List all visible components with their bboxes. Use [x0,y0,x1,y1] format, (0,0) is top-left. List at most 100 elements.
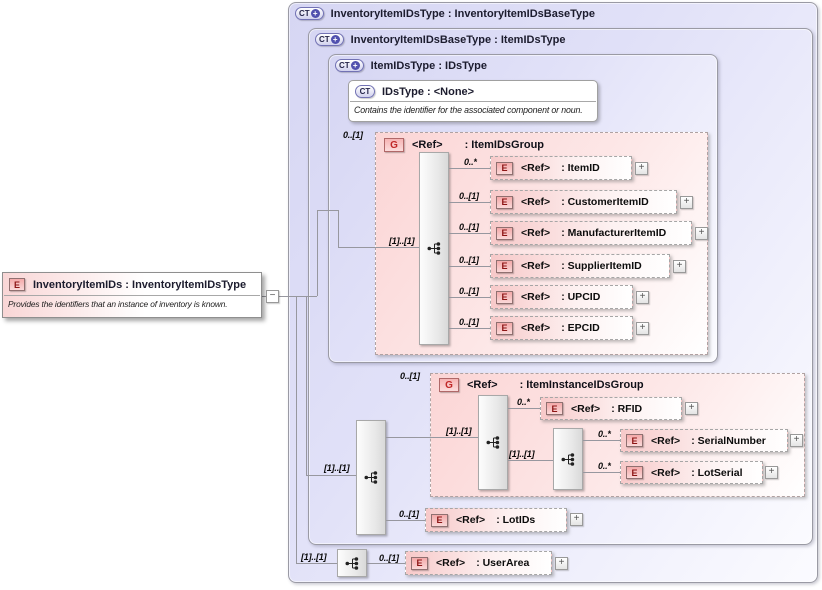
connector-line [338,247,419,248]
expand-toggle[interactable]: + [570,513,583,526]
cardinality-label: 0..* [517,397,530,407]
cardinality-label: 0..[1] [459,222,479,232]
connector-line [296,296,297,563]
cardinality-label: 0..[1] [459,317,479,327]
ref-label: <Ref> [651,466,681,479]
connector-line [317,210,318,296]
connector-line [508,460,553,461]
complex-type-icon[interactable]: CT+ [315,33,344,46]
ref-label: <Ref> [436,557,466,569]
connector-line [317,210,339,211]
connector-line [449,168,490,169]
cardinality-label: 0..[1] [459,255,479,265]
divider [350,101,596,102]
element-customeritemid[interactable]: E <Ref> : CustomerItemID [490,190,677,214]
element-icon: E [496,321,513,335]
ct-letter: CT [339,61,350,70]
expand-toggle[interactable]: + [685,402,698,415]
connector-line [296,563,337,564]
expand-circle-icon[interactable]: + [350,61,360,70]
element-icon: E [411,556,428,570]
ref-label: <Ref> [456,514,486,526]
cardinality-label: 0..[1] [343,130,363,140]
element-name: : LotIDs [496,514,536,526]
connector-line [306,475,356,476]
connector-line [306,296,307,475]
cardinality-label: 0..[1] [459,286,479,296]
connector-line [449,202,490,203]
ref-label: <Ref> [571,402,601,415]
cardinality-label: [1]..[1] [324,463,350,473]
sequence-icon [345,556,358,570]
divider [4,295,260,296]
sequence-compositor-base[interactable] [356,420,386,535]
collapse-toggle[interactable]: − [266,290,279,303]
sequence-icon [561,452,574,466]
element-icon: E [496,226,513,240]
container-title: ItemIDsType : IDsType [370,59,488,72]
group-ref: <Ref> [467,379,498,391]
sequence-compositor-userarea[interactable] [337,549,367,577]
element-name: : ItemID [561,162,600,174]
header-itemidstype: CT+ ItemIDsType : IDsType [335,59,487,72]
expand-toggle[interactable]: + [636,291,649,304]
expand-circle-icon[interactable]: + [310,9,320,18]
root-element-annotation: Provides the identifiers that an instanc… [8,299,228,309]
expand-toggle[interactable]: + [636,322,649,335]
complex-type-icon: CT [355,85,375,98]
element-name: : SupplierItemID [561,260,642,272]
sequence-icon [364,471,377,484]
expand-toggle[interactable]: + [555,557,568,570]
element-upcid[interactable]: E <Ref> : UPCID [490,285,633,309]
idstype-box[interactable]: CT IDsType : <None> Contains the identif… [348,80,598,122]
sequence-compositor-instanceids[interactable] [478,395,508,490]
connector-line [583,440,620,441]
element-name: : LotSerial [691,466,743,479]
complex-type-icon[interactable]: CT+ [295,7,324,20]
element-manufactureritemid[interactable]: E <Ref> : ManufacturerItemID [490,221,692,245]
header-inventoryitemidsbasetype: CT+ InventoryItemIDsBaseType : ItemIDsTy… [315,33,565,46]
group-icon: G [439,378,459,392]
expand-toggle[interactable]: + [673,260,686,273]
element-name: : ManufacturerItemID [561,227,667,239]
element-icon: E [626,434,643,447]
element-supplieritemid[interactable]: E <Ref> : SupplierItemID [490,254,670,278]
element-lotserial[interactable]: E <Ref> : LotSerial [620,461,763,484]
group-name: : ItemInstanceIDsGroup [519,379,644,391]
expand-toggle[interactable]: + [765,466,778,479]
element-rfid[interactable]: E <Ref> : RFID [540,397,682,420]
cardinality-label: 0..[1] [459,191,479,201]
element-itemid[interactable]: E <Ref> : ItemID [490,156,632,180]
element-name: : CustomerItemID [561,196,649,208]
group-ref: <Ref> [412,139,443,151]
element-name: : SerialNumber [691,434,766,447]
container-title: InventoryItemIDsType : InventoryItemIDsB… [330,7,595,20]
expand-toggle[interactable]: + [695,227,708,240]
element-name: : UserArea [476,557,530,569]
expand-toggle[interactable]: + [680,196,693,209]
itemidsgroup-header: G <Ref> : ItemIDsGroup [384,138,544,152]
sequence-compositor-itemids[interactable] [419,152,449,345]
element-serialnumber[interactable]: E <Ref> : SerialNumber [620,429,788,452]
cardinality-label: [1]..[1] [446,426,472,436]
ref-label: <Ref> [521,260,551,272]
expand-circle-icon[interactable]: + [330,35,340,44]
expand-toggle[interactable]: + [790,434,803,447]
element-icon: E [496,259,513,273]
group-icon: G [384,138,404,152]
element-userarea[interactable]: E <Ref> : UserArea [405,551,552,575]
element-name: : RFID [611,402,643,415]
cardinality-label: 0..* [464,157,477,167]
expand-toggle[interactable]: + [635,162,648,175]
complex-type-icon[interactable]: CT+ [335,59,364,72]
element-epcid[interactable]: E <Ref> : EPCID [490,316,633,340]
sequence-compositor-serials[interactable] [553,428,583,490]
ct-letter: CT [319,35,330,44]
root-element-box[interactable]: E InventoryItemIDs : InventoryItemIDsTyp… [2,272,262,318]
cardinality-label: 0..* [598,461,611,471]
connector-line [262,296,317,297]
ct-letter: CT [299,9,310,18]
element-lotids[interactable]: E <Ref> : LotIDs [425,508,567,532]
container-title: InventoryItemIDsBaseType : ItemIDsType [350,33,566,46]
